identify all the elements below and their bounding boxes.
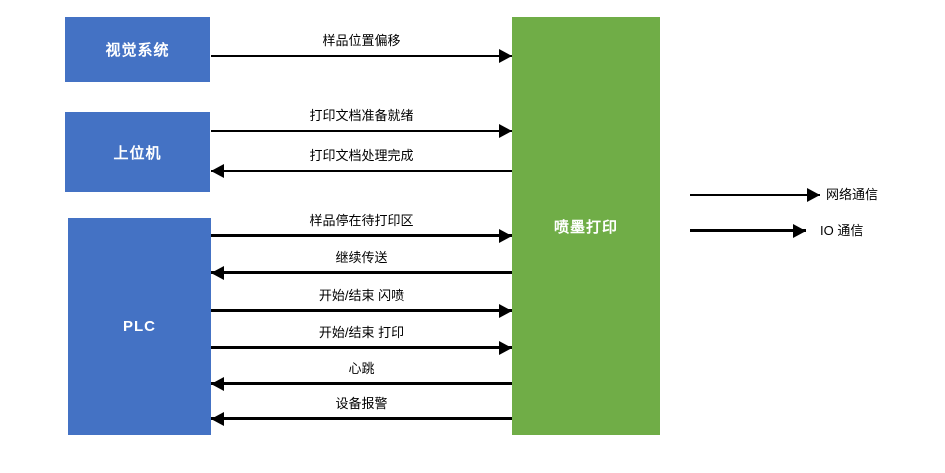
arrow-print-doc-done (211, 170, 512, 172)
arrow-sample-in-print-area (211, 234, 512, 237)
arrow-sample-position-offset (211, 55, 512, 57)
arrow-label-print-doc-ready: 打印文档准备就绪 (309, 108, 414, 123)
arrow-heartbeat (211, 382, 512, 385)
box-plc: PLC (68, 218, 211, 435)
box-host-computer-label: 上位机 (113, 144, 162, 162)
arrow-device-alarm (211, 417, 512, 420)
box-vision-system: 视觉系统 (65, 17, 210, 82)
box-vision-system-label: 视觉系统 (105, 42, 170, 59)
legend-io-arrow (690, 229, 806, 232)
legend-network-arrow (690, 194, 820, 196)
arrow-label-continue-transfer: 继续传送 (335, 250, 388, 265)
legend-network-label: 网络通信 (826, 187, 879, 202)
arrow-print-doc-ready (211, 130, 512, 132)
box-inkjet-printer: 喷墨打印 (512, 17, 660, 435)
arrow-label-sample-in-print-area: 样品停在待打印区 (309, 213, 414, 228)
arrow-label-sample-position-offset: 样品位置偏移 (322, 33, 401, 48)
arrow-label-heartbeat: 心跳 (348, 361, 375, 376)
legend-io-label: IO 通信 (820, 223, 864, 238)
box-host-computer: 上位机 (65, 112, 210, 192)
arrow-start-stop-flash-spray (211, 309, 512, 312)
arrow-continue-transfer (211, 271, 512, 274)
arrow-label-device-alarm: 设备报警 (335, 396, 388, 411)
box-inkjet-printer-label: 喷墨打印 (553, 218, 618, 236)
arrow-start-stop-print (211, 346, 512, 349)
arrow-label-start-stop-print: 开始/结束 打印 (318, 325, 405, 340)
box-plc-label: PLC (123, 318, 156, 335)
arrow-label-start-stop-flash-spray: 开始/结束 闪喷 (318, 288, 405, 303)
arrow-label-print-doc-done: 打印文档处理完成 (309, 148, 414, 163)
